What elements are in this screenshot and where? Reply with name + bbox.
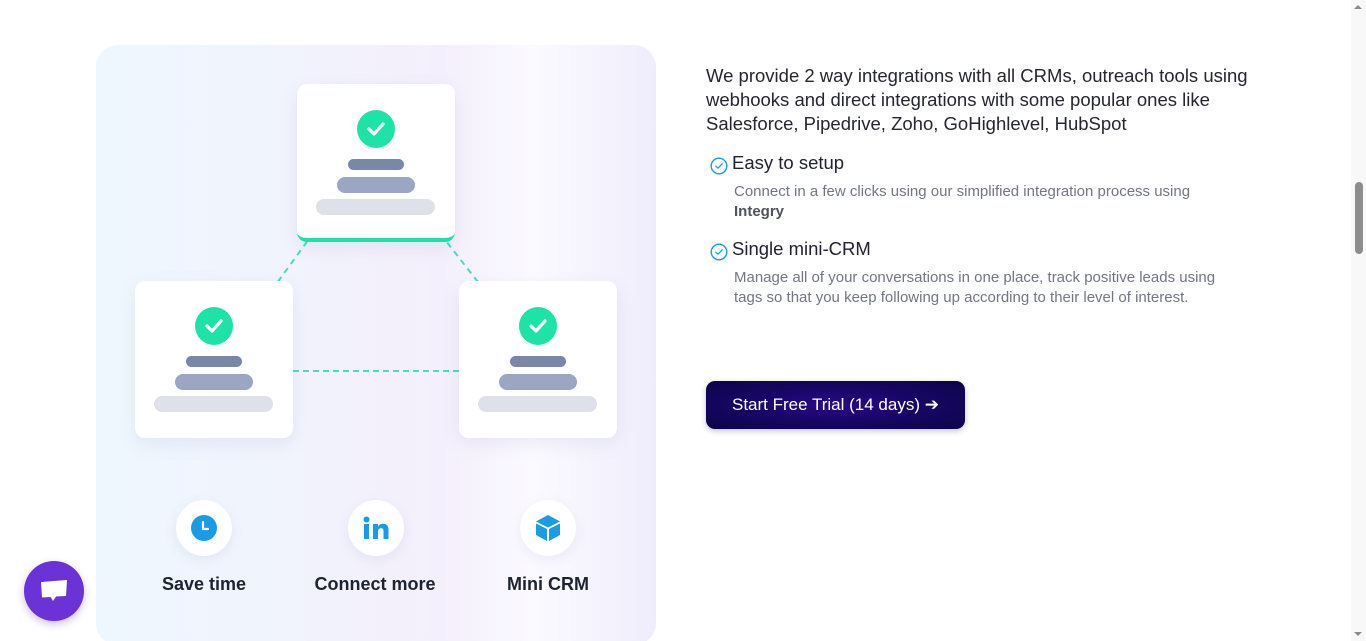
feature-title: Single mini-CRM — [732, 238, 871, 259]
placeholder-bar — [337, 177, 415, 193]
chat-icon — [41, 580, 67, 601]
feature-description: Manage all of your conversations in one … — [734, 269, 1216, 306]
integration-illustration: Save time Connect more Mini CRM — [96, 45, 656, 641]
feature-description: Connect in a few clicks using our simpli… — [706, 182, 1236, 222]
page-scrollbar[interactable] — [1351, 0, 1366, 641]
check-circle-icon — [710, 243, 728, 261]
placeholder-bar — [154, 396, 273, 412]
placeholder-bar — [348, 159, 404, 170]
check-icon — [519, 307, 557, 345]
placeholder-bar — [499, 374, 577, 390]
integration-node-right — [459, 281, 617, 438]
intro-text: We provide 2 way integrations with all C… — [706, 65, 1248, 134]
integrations-content: We provide 2 way integrations with all C… — [706, 64, 1266, 308]
connector-line-top-left — [276, 240, 308, 283]
feature-label-connect-more: Connect more — [314, 574, 436, 594]
check-icon — [195, 307, 233, 345]
integration-node-left — [135, 281, 293, 438]
connector-line-bottom — [293, 370, 459, 372]
integry-highlight: Integry — [734, 203, 785, 220]
scroll-up-icon[interactable] — [1354, 5, 1362, 9]
check-icon — [357, 110, 395, 148]
connector-line-top-right — [446, 242, 479, 283]
feature-easy-setup: Easy to setup Connect in a few clicks us… — [706, 152, 1266, 222]
placeholder-bar — [316, 199, 435, 215]
feature-description-text: Connect in a few clicks using our simpli… — [734, 183, 1191, 200]
cube-icon — [520, 500, 576, 556]
chat-widget-button[interactable] — [24, 561, 84, 621]
clock-icon — [176, 500, 232, 556]
placeholder-bar — [175, 374, 253, 390]
feature-title: Easy to setup — [732, 152, 845, 173]
feature-label-save-time: Save time — [161, 574, 247, 594]
start-free-trial-button[interactable]: Start Free Trial (14 days) ➔ — [706, 381, 965, 429]
placeholder-bar — [510, 356, 566, 367]
placeholder-bar — [186, 356, 242, 367]
scrollbar-thumb[interactable] — [1355, 182, 1363, 254]
check-circle-icon — [710, 157, 728, 175]
integration-node-top — [297, 84, 455, 242]
feature-label-mini-crm: Mini CRM — [507, 574, 589, 594]
placeholder-bar — [478, 396, 597, 412]
feature-mini-crm: Single mini-CRM Manage all of your conve… — [706, 238, 1266, 308]
scroll-down-icon[interactable] — [1354, 632, 1362, 636]
linkedin-icon — [348, 500, 404, 556]
